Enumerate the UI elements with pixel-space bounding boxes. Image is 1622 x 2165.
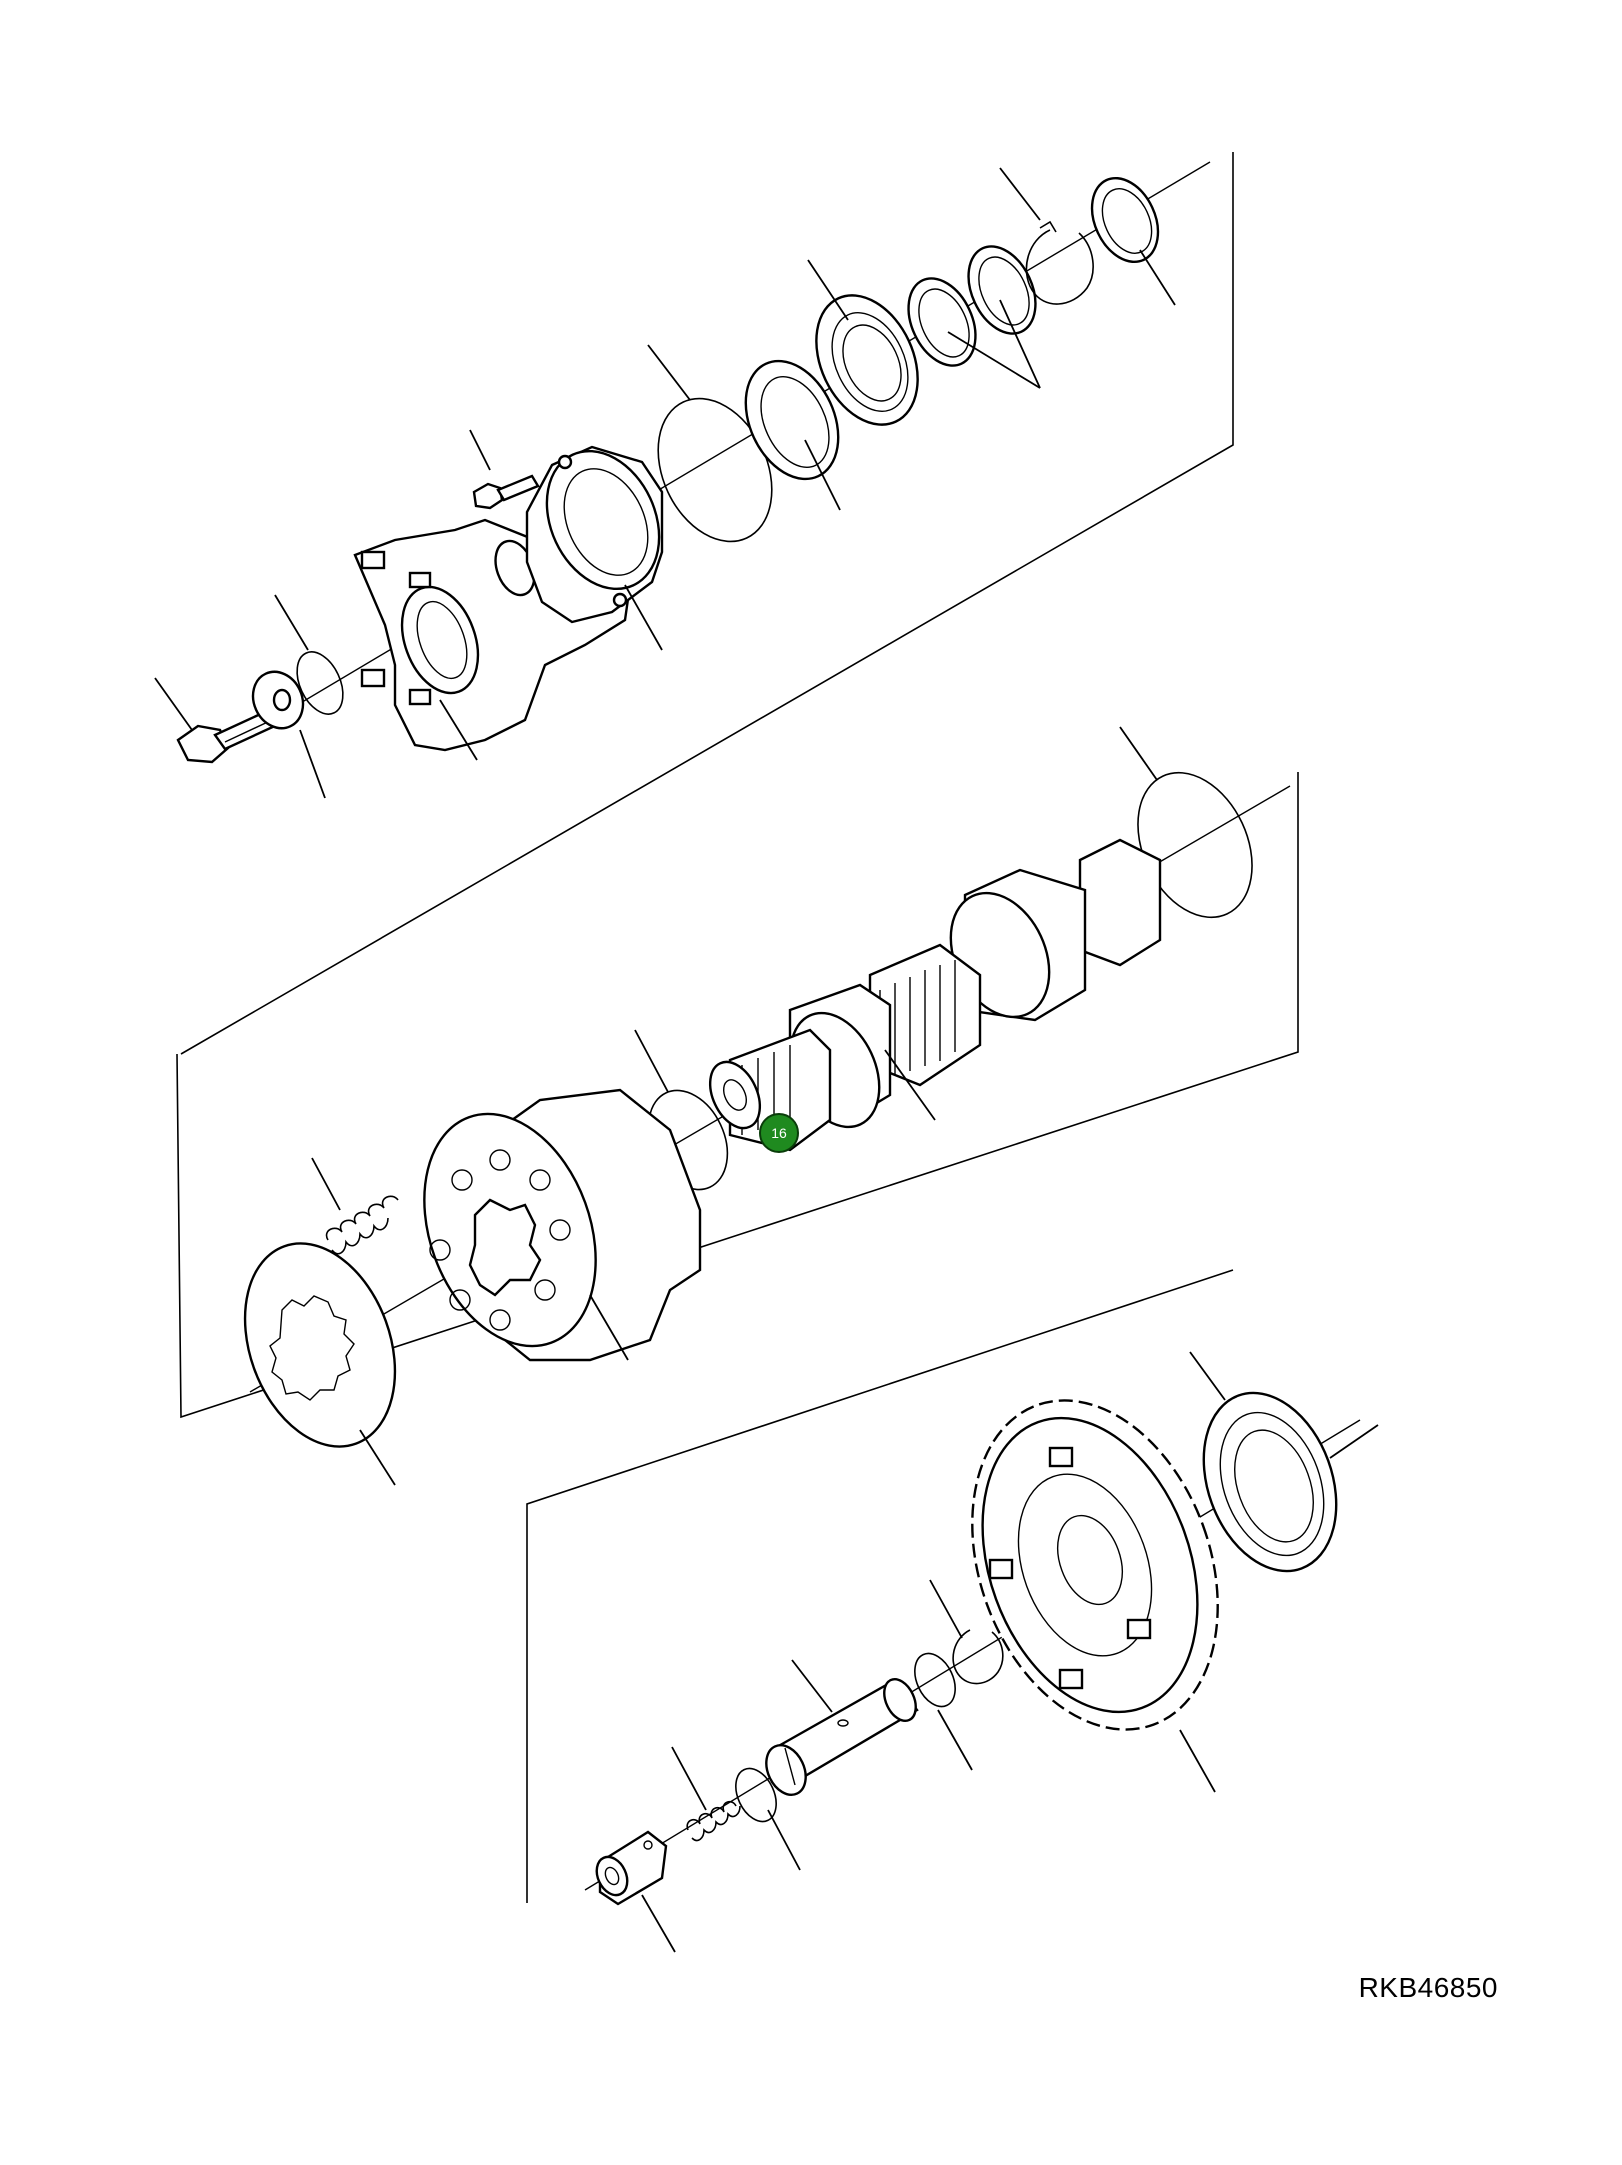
roller-bearing-bottom-part[interactable] — [1180, 1374, 1359, 1589]
spur-gear-part[interactable] — [929, 1366, 1261, 1764]
o-ring-pin-part[interactable] — [907, 1647, 963, 1713]
group-frame-top — [180, 152, 1234, 1055]
group-frame-bottom — [526, 1269, 1234, 1903]
hex-bolt-part[interactable] — [176, 709, 279, 764]
callout-16[interactable]: 16 — [759, 1113, 799, 1153]
callout-16-marker — [759, 1113, 799, 1153]
shim-ring-a-part[interactable] — [895, 268, 988, 377]
snap-ring-top-part[interactable] — [1025, 220, 1094, 305]
leader-lines-middle — [311, 726, 1158, 1486]
flange-bolt-part[interactable] — [472, 474, 540, 510]
o-ring-lower-part[interactable] — [728, 1762, 784, 1828]
o-ring-small-part[interactable] — [288, 645, 352, 722]
drawing-reference-code: RKB46850 — [1358, 1972, 1498, 2003]
friction-disc-part[interactable] — [218, 1222, 421, 1467]
callout-16-label: 16 — [771, 1125, 787, 1141]
leader-lines-bottom — [641, 1351, 1379, 1953]
spring-bottom-part[interactable] — [686, 1800, 741, 1842]
spring-middle-part[interactable] — [325, 1195, 399, 1255]
washer-part[interactable] — [244, 664, 312, 737]
shim-ring-b-part[interactable] — [955, 236, 1048, 345]
pivot-pin-part[interactable] — [759, 1674, 922, 1801]
leader-lines-top — [154, 167, 1176, 799]
axis-line-top — [229, 161, 1211, 746]
roller-bearing-top-part[interactable] — [797, 279, 938, 441]
snap-ring-bottom-part[interactable] — [952, 1629, 1004, 1685]
oil-seal-part[interactable] — [728, 346, 857, 494]
group-frame-middle — [176, 772, 1299, 1419]
plunger-part[interactable] — [591, 1830, 668, 1906]
splined-shaft-part[interactable] — [700, 838, 1162, 1152]
bearing-housing-part[interactable] — [525, 433, 680, 624]
clutch-housing-part[interactable] — [394, 1088, 702, 1370]
